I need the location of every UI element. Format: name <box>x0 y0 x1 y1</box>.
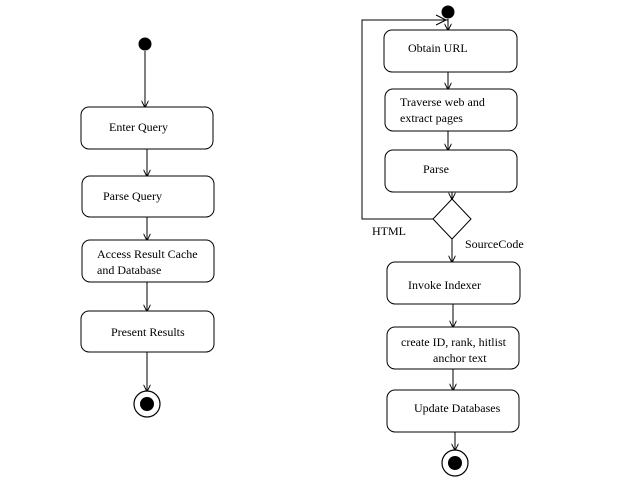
parse-query-box <box>81 175 215 218</box>
parse-box <box>384 149 518 193</box>
decision-diamond <box>432 198 472 240</box>
invoke-indexer-label: Invoke Indexer <box>408 278 481 292</box>
parse-label: Parse <box>423 162 449 176</box>
traverse-label-line1: Traverse web and <box>400 95 485 109</box>
right-start-node <box>441 5 455 19</box>
traverse-box <box>384 88 518 132</box>
create-id-label-line2: anchor text <box>433 351 487 365</box>
access-cache-label-line1: Access Result Cache <box>97 247 198 261</box>
update-databases-label: Update Databases <box>414 401 501 415</box>
left-start-node <box>138 37 152 51</box>
parse-query-label: Parse Query <box>103 189 162 203</box>
right-end-node-dot <box>448 456 462 470</box>
html-label: HTML <box>372 224 406 238</box>
access-cache-box <box>81 239 215 283</box>
html-loop-edge <box>361 19 448 220</box>
update-databases-box <box>386 389 520 433</box>
access-cache-label-line2: and Database <box>97 263 161 277</box>
sourcecode-label: SourceCode <box>465 237 524 251</box>
obtain-url-box <box>383 29 518 73</box>
enter-query-label: Enter Query <box>109 120 168 134</box>
traverse-label-line2: extract pages <box>400 111 463 125</box>
html-loop-arrowhead <box>435 14 448 26</box>
left-end-node-dot <box>140 397 154 411</box>
present-results-label: Present Results <box>111 325 185 339</box>
create-id-label-line1: create ID, rank, hitlist <box>401 335 507 349</box>
obtain-url-label: Obtain URL <box>408 41 468 55</box>
